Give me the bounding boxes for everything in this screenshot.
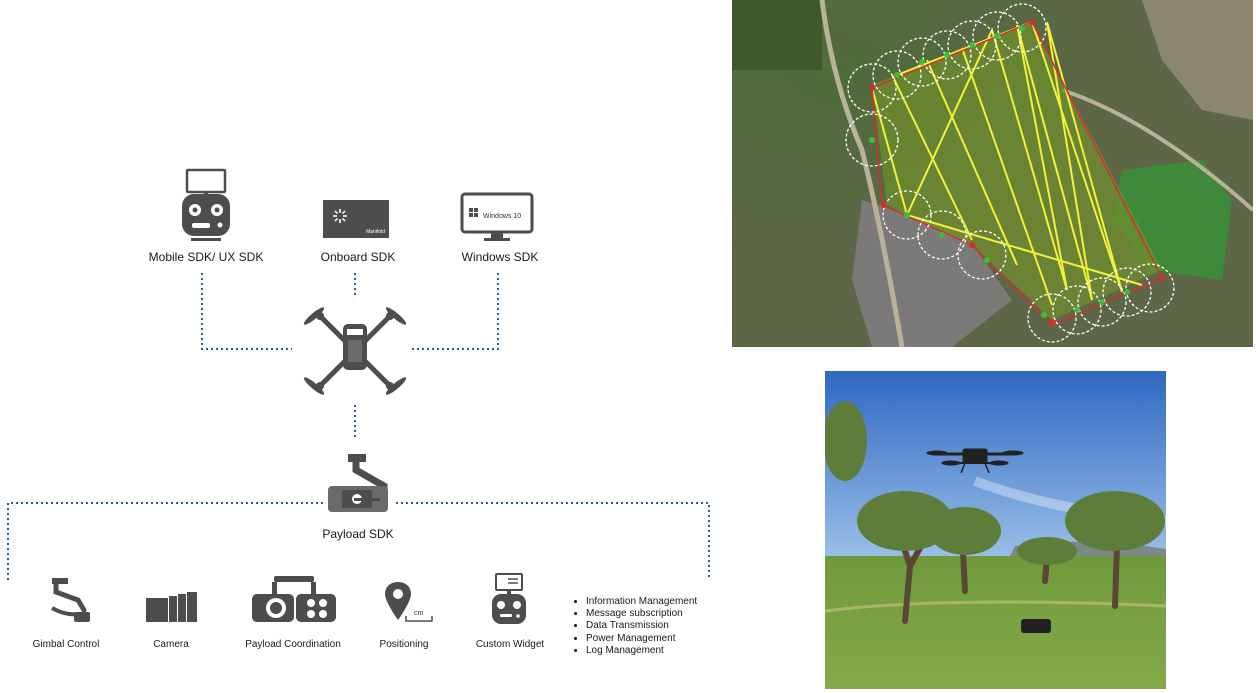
list-item: Message subscription — [586, 608, 697, 620]
drone-icon — [303, 307, 407, 395]
custom-widget-label: Custom Widget — [475, 639, 545, 650]
gimbal-control-label: Gimbal Control — [32, 639, 100, 650]
payload-coordination-label: Payload Coordination — [245, 639, 341, 650]
gimbal-icon — [51, 578, 90, 622]
windows-screen-text: Windows 10 — [483, 213, 522, 220]
mobile-sdk-label: Mobile SDK/ UX SDK — [148, 250, 264, 264]
capabilities-list: Information Management Message subscript… — [570, 596, 697, 657]
controller-widget-icon — [492, 573, 526, 624]
aerial-flight-plan-image — [732, 0, 1253, 347]
list-item: Power Management — [586, 633, 697, 645]
camera-label: Camera — [153, 639, 189, 650]
list-item: Data Transmission — [586, 620, 697, 632]
payload-sdk-label: Payload SDK — [322, 527, 394, 541]
manifold-computer-icon: Manifold — [323, 200, 389, 238]
manifold-device-text: Manifold — [366, 229, 385, 235]
remote-controller-icon — [182, 168, 230, 241]
windows-monitor-icon — [460, 192, 534, 241]
drone-over-field-image — [825, 371, 1166, 689]
windows-sdk-label: Windows SDK — [461, 250, 539, 264]
onboard-sdk-label: Onboard SDK — [320, 250, 396, 264]
positioning-unit: cm — [414, 610, 424, 617]
dual-camera-icon — [252, 576, 336, 622]
camera-icon — [146, 592, 197, 622]
location-pin-icon — [385, 582, 433, 622]
gimbal-camera-icon — [328, 454, 388, 512]
list-item: Information Management — [586, 596, 697, 608]
positioning-label: Positioning — [379, 639, 429, 650]
list-item: Log Management — [586, 645, 697, 657]
